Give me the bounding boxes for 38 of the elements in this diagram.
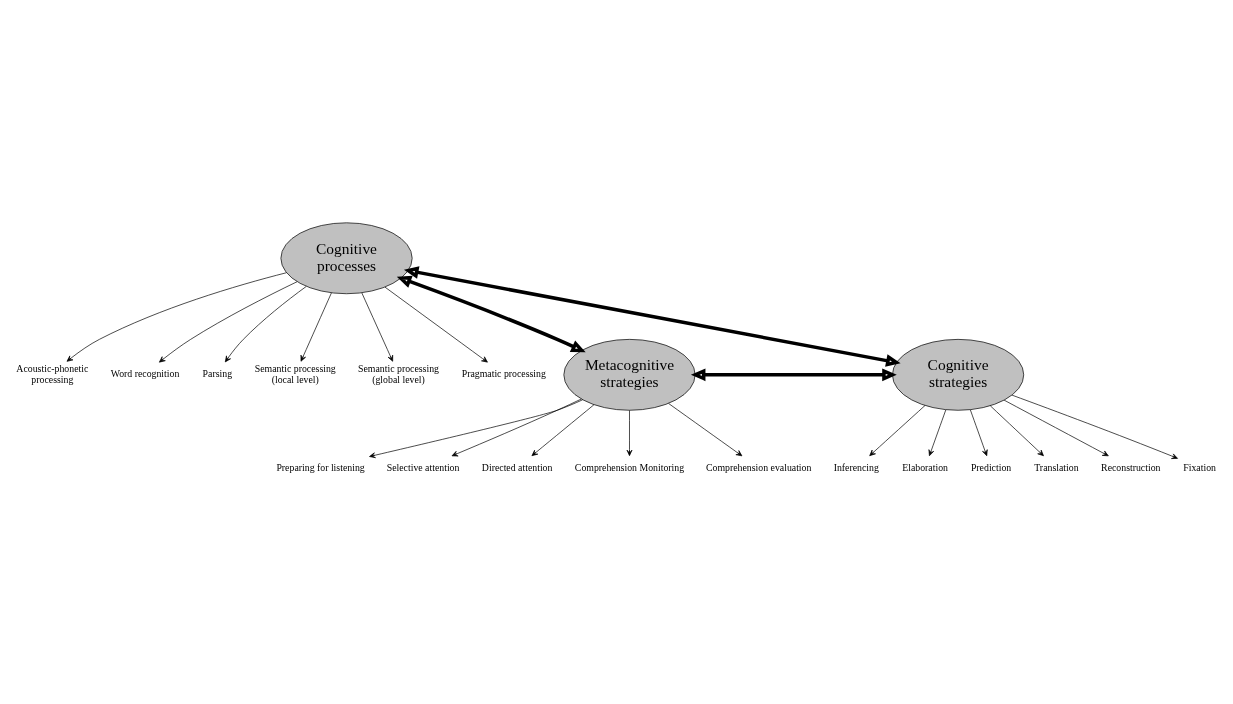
node-ellipse: Cognitive strategies xyxy=(892,339,1025,411)
node-text: Semantic processing (local level) xyxy=(254,363,336,385)
arrow xyxy=(989,405,1044,457)
node-text: Word recognition xyxy=(110,368,180,380)
node-text: Fixation xyxy=(1183,462,1216,474)
arrow xyxy=(66,272,287,362)
arrow xyxy=(159,281,298,363)
node-text: Reconstruction xyxy=(1101,462,1161,474)
arrow xyxy=(369,399,583,459)
node-text: Comprehension Monitoring xyxy=(574,462,685,474)
arrow xyxy=(970,409,988,457)
arrow xyxy=(396,275,586,353)
node-text: Comprehension evaluation xyxy=(705,462,812,474)
node-text: Inferencing xyxy=(833,462,879,474)
arrow xyxy=(690,368,897,382)
arrow xyxy=(361,292,394,362)
arrow xyxy=(1011,394,1178,459)
node-text: Prediction xyxy=(970,462,1012,474)
node-text: Preparing for listening xyxy=(276,462,365,474)
arrow xyxy=(928,409,947,457)
arrow xyxy=(300,292,332,362)
node-text: Selective attention xyxy=(386,462,460,474)
node-text: Translation xyxy=(1034,462,1079,474)
arrow xyxy=(403,266,901,367)
arrow xyxy=(626,410,633,457)
node-text: Pragmatic processing xyxy=(461,368,546,380)
arrow xyxy=(451,398,582,457)
node-text: Semantic processing (global level) xyxy=(358,363,439,385)
arrow xyxy=(668,403,743,457)
node-text: Directed attention xyxy=(481,462,553,474)
arrow xyxy=(869,405,926,457)
node-text: Parsing xyxy=(202,368,233,380)
node-text: Acoustic-phonetic processing xyxy=(16,363,89,385)
arrow xyxy=(224,286,307,363)
node-text: Elaboration xyxy=(902,462,948,474)
arrow xyxy=(1003,399,1109,457)
arrow xyxy=(384,286,488,363)
arrow xyxy=(531,404,595,457)
